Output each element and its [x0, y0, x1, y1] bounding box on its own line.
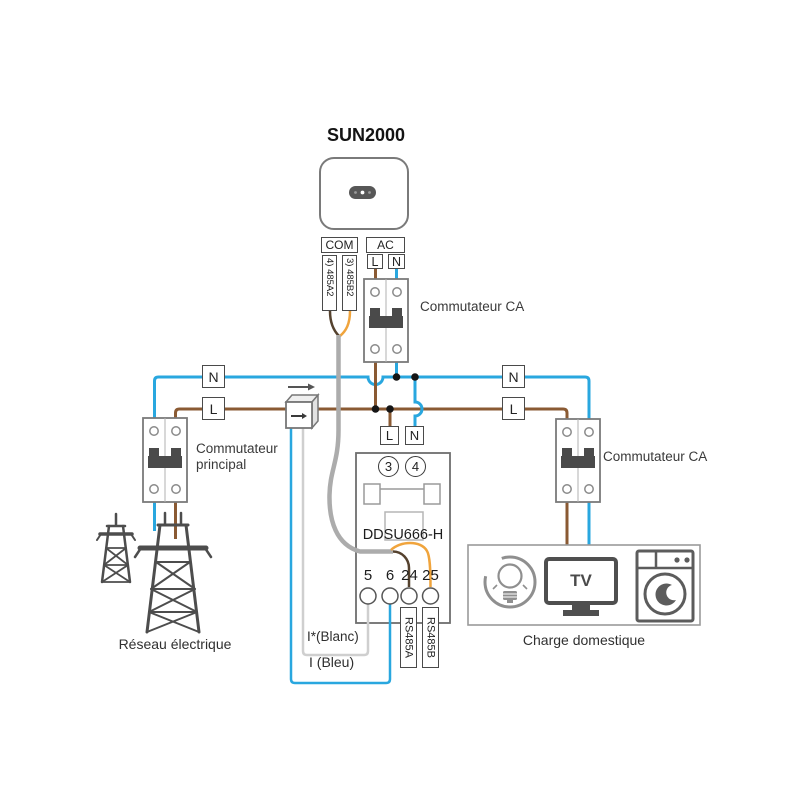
breaker-main-label-line2: principal: [196, 457, 247, 472]
com-port-label: COM: [321, 237, 358, 253]
meter-rs485b-wire: [390, 541, 432, 588]
com-cable: [327, 335, 393, 554]
meter-n-tag: N: [405, 426, 424, 445]
breaker-ac-top-icon: [363, 278, 409, 363]
live-bus-wire: [174, 407, 569, 419]
meter-rs485a-wire: [392, 550, 411, 587]
ct-blue-wire-label: I (Bleu): [309, 654, 355, 670]
rs485a-tag: RS485A: [400, 607, 417, 668]
breaker-main-icon: [142, 417, 188, 503]
ac-port-label: AC: [366, 237, 405, 253]
meter-terminal-25-label: 25: [422, 567, 439, 584]
meter-internals: [359, 483, 441, 605]
meter-terminal-24-label: 24: [401, 567, 418, 584]
current-transformer-icon: [284, 383, 320, 431]
tv-icon: [544, 557, 618, 616]
bus-wires: [153, 269, 591, 545]
breaker-ca-right-label: Commutateur CA: [603, 449, 708, 464]
rs485a-com-wire: [328, 310, 340, 337]
bulb-icon: [483, 555, 537, 609]
breaker-main-label-line1: Commutateur: [196, 441, 278, 456]
meter-terminals: [359, 587, 440, 605]
bus-n-tag-left: N: [202, 365, 225, 388]
ct-white-wire: [301, 428, 370, 657]
meter-terminal-5-label: 5: [363, 567, 373, 584]
load-label: Charge domestique: [522, 632, 646, 648]
bus-l-tag-right: L: [502, 397, 525, 420]
ac-n-terminal-label: N: [388, 254, 405, 269]
breaker-ca-top-label: Commutateur CA: [420, 299, 525, 314]
breaker-ca-right-icon: [555, 418, 601, 503]
inverter-icon: [319, 157, 409, 230]
ct-sense-wires: [289, 428, 392, 685]
junction-dots: [371, 373, 419, 413]
grid-label: Réseau électrique: [118, 636, 232, 652]
ct-blue-wire: [289, 428, 392, 685]
com-pin4-label: 4) 485A2: [322, 255, 337, 311]
ct-white-wire-label: I*(Blanc): [307, 629, 359, 644]
tower-icon: [96, 511, 213, 634]
bus-n-tag-right: N: [502, 365, 525, 388]
meter-neutral-drop: [413, 377, 424, 426]
rs485b-com-wire: [339, 310, 352, 337]
com-port-wires: [328, 310, 352, 337]
inverter-title: SUN2000: [326, 125, 406, 145]
meter-l-tag: L: [380, 426, 399, 445]
bus-l-tag-left: L: [202, 397, 225, 420]
meter-display: [384, 511, 424, 541]
meter-model-label: DDSU666-H: [362, 527, 444, 543]
meter-terminal-6-label: 6: [385, 567, 395, 584]
rs485b-tag: RS485B: [422, 607, 439, 668]
meter-terminal-3: 3: [378, 456, 399, 477]
com-pin3-label: 3) 485B2: [342, 255, 357, 311]
tv-label: TV: [570, 571, 592, 590]
meter-terminal-4: 4: [405, 456, 426, 477]
ac-l-terminal-label: L: [367, 254, 383, 269]
washing-machine-icon: [635, 549, 695, 623]
